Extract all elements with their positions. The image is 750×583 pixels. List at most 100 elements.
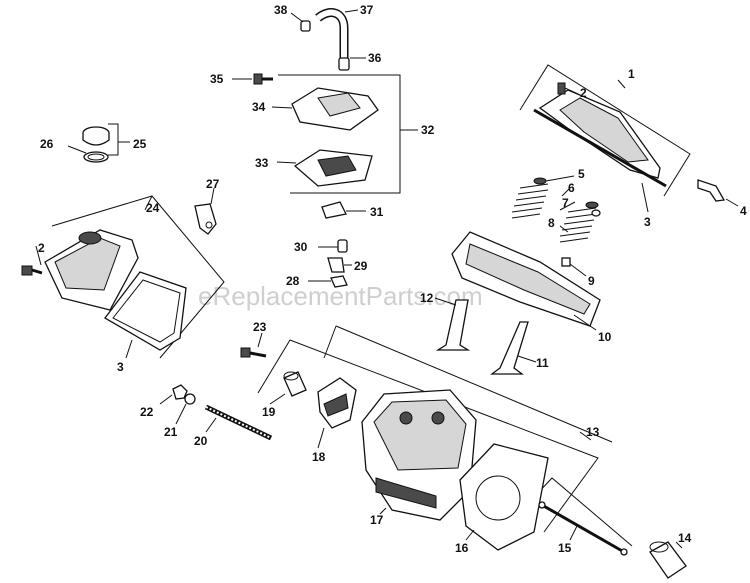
- bracket-13-link: [323, 325, 337, 359]
- bracket-24: [51, 195, 225, 359]
- callout-8: 8: [548, 216, 555, 230]
- callout-labels: 1 2 2 3 3 4 5 6 7 8 9 10 11 12 13 14 15 …: [38, 3, 747, 555]
- leader-23: [257, 332, 263, 348]
- gasket-3-left: [104, 271, 187, 351]
- leader-37: [344, 9, 359, 13]
- callout-2-left: 2: [38, 241, 45, 255]
- leader-16: [465, 529, 475, 541]
- screw-2-left: [21, 265, 33, 276]
- leader-22: [159, 394, 173, 405]
- callout-4: 4: [740, 204, 747, 218]
- callout-35: 35: [210, 72, 224, 86]
- bracket-part-27: [194, 187, 217, 235]
- leader-38: [290, 12, 304, 23]
- leader-3-left: [125, 339, 133, 359]
- plug-30: [337, 239, 348, 253]
- leader-13: [579, 431, 592, 441]
- clamp-38: [300, 20, 311, 32]
- leader-2-left: [35, 245, 42, 266]
- leader-1: [617, 79, 626, 89]
- valve-cover-right-assembly: [519, 64, 739, 213]
- leader-8: [559, 225, 569, 233]
- screw-2-right: [557, 82, 566, 95]
- o-ring-26-inner: [87, 153, 105, 161]
- seal-31: [321, 201, 347, 219]
- screw-2-left-shank: [31, 268, 43, 275]
- callout-14: 14: [678, 531, 692, 545]
- leader-33: [276, 161, 297, 164]
- oil-fill-cap-assembly: [67, 123, 130, 163]
- callout-5: 5: [578, 167, 585, 181]
- cover-34-boss: [317, 92, 361, 117]
- breather-tube-37-fill: [316, 9, 347, 58]
- callout-30: 30: [294, 240, 308, 254]
- callout-36: 36: [368, 51, 382, 65]
- callout-6: 6: [568, 181, 575, 195]
- valve-train: [434, 175, 601, 375]
- leader-21: [175, 403, 187, 425]
- head-gasket-16-bore: [475, 475, 521, 521]
- callout-26: 26: [40, 137, 54, 151]
- bracket-13-top: [335, 325, 613, 443]
- leader-11: [517, 355, 537, 363]
- callout-7: 7: [562, 196, 569, 210]
- leader-15: [569, 523, 579, 541]
- clip-29: [327, 257, 345, 273]
- rocker-arm-18-shade: [323, 393, 349, 417]
- leader-17: [379, 507, 387, 515]
- leader-6: [561, 187, 571, 197]
- gasket-3-left-inner: [112, 279, 181, 343]
- callout-37: 37: [360, 3, 374, 17]
- pushrod-15: [541, 503, 625, 554]
- cylinder-head-10-face: [465, 243, 591, 315]
- head-17-port-b: [431, 411, 445, 425]
- bracket-1: [519, 64, 691, 197]
- callout-9: 9: [588, 274, 595, 288]
- callout-10: 10: [598, 330, 612, 344]
- callout-20: 20: [194, 434, 208, 448]
- callout-33: 33: [255, 156, 269, 170]
- valve-cover-left-assembly: [21, 195, 225, 359]
- leader-27: [210, 187, 215, 205]
- callout-16: 16: [455, 541, 469, 555]
- retainer-6-a: [533, 177, 547, 185]
- springs-right: [559, 201, 601, 243]
- callout-2-right: 2: [580, 86, 587, 100]
- keeper-7: [591, 209, 601, 217]
- valve-12: [435, 299, 471, 351]
- callout-21: 21: [164, 425, 178, 439]
- pivot-19-top: [283, 371, 299, 381]
- bracket-32: [278, 74, 401, 194]
- bracket-25: [108, 123, 119, 156]
- leader-14: [675, 541, 683, 549]
- callout-13: 13: [586, 425, 600, 439]
- small-fasteners: [308, 239, 352, 288]
- callout-22: 22: [140, 405, 154, 419]
- valve-cover-24-fill-neck: [78, 231, 102, 245]
- screw-23-head: [240, 347, 251, 358]
- bracket-27-hole: [205, 221, 213, 229]
- callout-12: 12: [420, 291, 434, 305]
- callout-27: 27: [206, 177, 220, 191]
- sleeve-14-end: [649, 541, 669, 553]
- nut-28: [330, 275, 348, 288]
- callout-19: 19: [262, 405, 276, 419]
- leader-2-right: [564, 87, 579, 95]
- leader-9: [569, 263, 587, 277]
- pivot-19: [283, 371, 307, 397]
- leader-24: [144, 195, 153, 211]
- springs-left: [511, 177, 549, 219]
- leader-19: [269, 393, 286, 405]
- bracket-27: [194, 203, 217, 235]
- callout-18: 18: [312, 450, 326, 464]
- callout-3-left: 3: [117, 360, 124, 374]
- valve-11: [490, 321, 529, 375]
- leader-7: [559, 201, 576, 211]
- head-gasket-16: [459, 443, 549, 551]
- leader-20: [205, 417, 217, 433]
- head-17-fins: [375, 477, 437, 509]
- callout-17: 17: [370, 513, 384, 527]
- callout-29: 29: [354, 259, 368, 273]
- leader-3-right: [641, 182, 649, 213]
